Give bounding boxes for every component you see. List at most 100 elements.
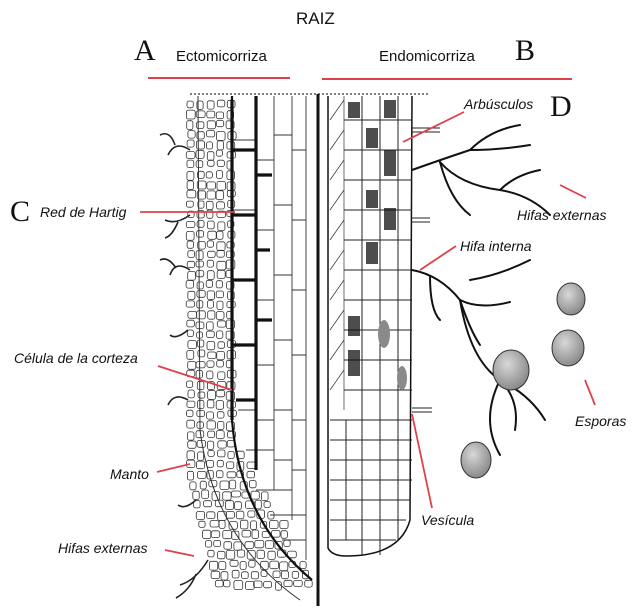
manto-cell bbox=[218, 372, 225, 380]
manto-cell bbox=[228, 452, 234, 459]
manto-cell bbox=[218, 222, 225, 231]
manto-cell bbox=[197, 340, 203, 347]
manto-cell bbox=[206, 172, 212, 178]
manto-cell bbox=[230, 560, 238, 566]
manto-cell bbox=[208, 160, 215, 166]
manto-cell bbox=[198, 392, 205, 398]
manto-cell bbox=[196, 161, 203, 168]
manto-cell bbox=[216, 281, 222, 288]
label-celula-corteza: Célula de la corteza bbox=[14, 350, 138, 366]
letter-b: B bbox=[515, 34, 535, 68]
manto-cell bbox=[237, 550, 244, 557]
manto-cell bbox=[199, 521, 205, 527]
manto-cell bbox=[270, 561, 279, 569]
pointer-esporas bbox=[585, 380, 595, 405]
manto-cell bbox=[188, 251, 195, 258]
manto-cell bbox=[254, 581, 262, 588]
manto-cell bbox=[217, 361, 224, 368]
manto-cell bbox=[246, 582, 255, 590]
manto-cell bbox=[280, 562, 288, 571]
pointer-vesicula bbox=[412, 414, 432, 508]
manto-cell bbox=[211, 571, 220, 578]
manto-cell bbox=[186, 152, 195, 159]
manto-cell bbox=[187, 140, 194, 147]
manto-cell bbox=[217, 141, 223, 150]
label-manto: Manto bbox=[110, 466, 149, 482]
manto-cell bbox=[207, 301, 213, 309]
manto-cell bbox=[207, 182, 216, 189]
manto-cell bbox=[187, 410, 193, 417]
manto-cell bbox=[208, 450, 214, 456]
label-red-hartig: Red de Hartig bbox=[40, 204, 126, 220]
manto-cell bbox=[227, 472, 236, 478]
label-arbusculos: Arbúsculos bbox=[464, 96, 533, 112]
endo-root bbox=[328, 96, 585, 556]
manto-cell bbox=[216, 112, 223, 119]
pointer-manto bbox=[157, 464, 190, 472]
manto-cell bbox=[196, 512, 204, 520]
manto-cell bbox=[281, 531, 287, 539]
manto-cell bbox=[190, 482, 196, 490]
manto-cell bbox=[218, 342, 225, 349]
manto-cell bbox=[203, 530, 211, 538]
manto-cell bbox=[207, 101, 214, 109]
manto-cell bbox=[207, 260, 213, 267]
pointer-hifas-externas-right bbox=[560, 185, 586, 198]
label-vesicula: Vesícula bbox=[421, 512, 474, 528]
manto-cell bbox=[188, 131, 195, 139]
manto-cell bbox=[187, 121, 193, 130]
manto-cell bbox=[187, 381, 193, 387]
manto-cell bbox=[216, 390, 224, 396]
manto-cell bbox=[207, 131, 215, 137]
manto-cell bbox=[247, 462, 256, 468]
manto-cell bbox=[300, 562, 306, 569]
manto-cell bbox=[209, 561, 217, 570]
manto-cell bbox=[284, 540, 291, 546]
manto-cell bbox=[198, 452, 204, 461]
manto-cell bbox=[208, 391, 216, 400]
manto-cell bbox=[252, 530, 259, 539]
manto-cell bbox=[218, 450, 225, 457]
manto-cell bbox=[187, 420, 195, 428]
heading-ectomicorriza: Ectomicorriza bbox=[176, 48, 267, 65]
manto-cell bbox=[207, 371, 213, 379]
manto-cell bbox=[196, 111, 205, 118]
manto-cell bbox=[270, 521, 279, 529]
manto-cell bbox=[234, 542, 242, 550]
manto-cell bbox=[187, 160, 194, 168]
manto-cell bbox=[257, 550, 264, 558]
manto-cell bbox=[187, 190, 196, 198]
manto-cell bbox=[292, 571, 298, 578]
manto-cell bbox=[196, 261, 203, 267]
manto-cell bbox=[206, 201, 213, 209]
manto-cell bbox=[229, 480, 235, 489]
manto-cell bbox=[186, 222, 195, 228]
manto-cell bbox=[224, 542, 232, 550]
manto-cell bbox=[240, 562, 246, 570]
manto-cell bbox=[188, 312, 197, 319]
manto-cell bbox=[261, 561, 269, 569]
pointer-hifas-externas-left bbox=[165, 550, 194, 556]
manto-cell bbox=[207, 361, 214, 367]
manto-cell bbox=[197, 221, 204, 228]
manto-cell bbox=[200, 481, 206, 489]
manto-cell bbox=[245, 542, 254, 549]
manto-cell bbox=[240, 520, 248, 529]
manto-cell bbox=[187, 101, 193, 108]
manto-cell bbox=[251, 491, 259, 499]
manto-cell bbox=[217, 160, 224, 166]
manto-cell bbox=[187, 172, 194, 181]
manto-cell bbox=[188, 390, 194, 398]
manto-cell bbox=[217, 181, 225, 190]
manto-cell bbox=[208, 221, 215, 229]
manto-cell bbox=[232, 570, 239, 578]
manto-cell bbox=[280, 521, 288, 529]
manto-cell bbox=[186, 301, 194, 307]
manto-cell bbox=[207, 191, 216, 199]
manto-cell bbox=[207, 441, 213, 449]
manto-cell bbox=[218, 421, 224, 429]
manto-cell bbox=[187, 330, 193, 337]
manto-cell bbox=[187, 471, 193, 480]
manto-cell bbox=[217, 100, 225, 107]
manto-cell bbox=[207, 322, 214, 330]
